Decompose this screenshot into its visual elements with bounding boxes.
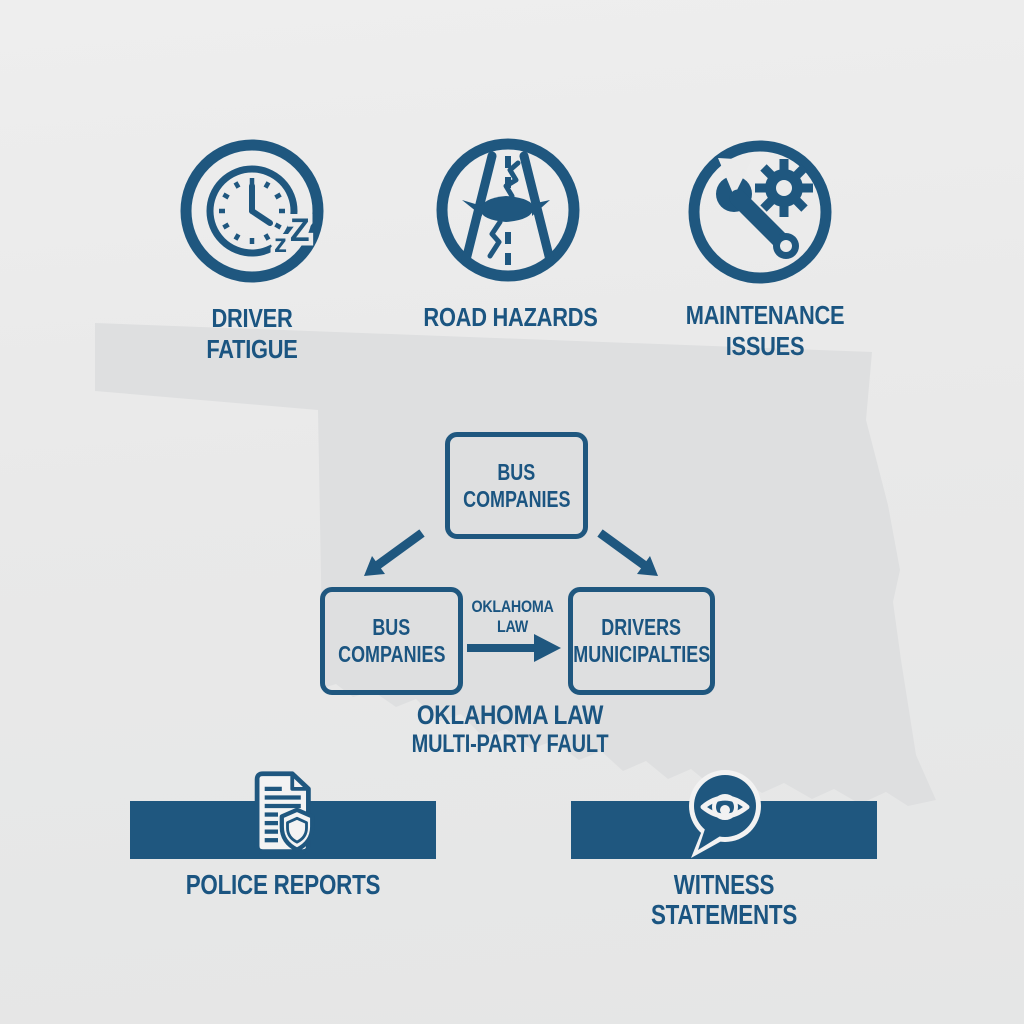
flow-box-left-line2: COMPANIES xyxy=(337,641,446,667)
road-pothole-icon xyxy=(436,138,580,282)
caption-multi-party-fault: MULTI-PARTY FAULT xyxy=(411,730,609,758)
maintenance-line2: ISSUES xyxy=(725,331,805,361)
sleep-z-big: Z xyxy=(290,212,310,248)
arrow-label-oklahoma-law: OKLAHOMA LAW xyxy=(464,597,561,637)
arrow-label-line2: LAW xyxy=(497,617,528,636)
flow-box-top-line2: COMPANIES xyxy=(462,485,571,512)
road-hazards-line1: ROAD HAZARDS xyxy=(423,302,598,332)
flow-box-left-line1: BUS xyxy=(372,614,411,640)
flow-box-top: BUS COMPANIES xyxy=(445,432,588,539)
driver-fatigue-line1: DRIVER xyxy=(211,303,293,333)
arrow-label-line1: OKLAHOMA xyxy=(471,597,554,616)
flow-box-top-line1: BUS xyxy=(497,458,536,485)
maintenance-issues-label: MAINTENANCE ISSUES xyxy=(668,300,861,362)
road-hazards-label: ROAD HAZARDS xyxy=(416,302,605,333)
flow-box-right-line2: MUNICIPALTIES xyxy=(573,641,710,667)
flow-box-right: DRIVERS MUNICIPALTIES xyxy=(568,587,715,695)
driver-fatigue-label: DRIVER FATIGUE xyxy=(168,303,336,365)
sleep-z-small: z xyxy=(274,228,287,258)
flow-box-right-line1: DRIVERS xyxy=(601,614,682,640)
witness-eye-speech-icon xyxy=(689,770,761,858)
caption-oklahoma-law: OKLAHOMA LAW xyxy=(416,700,604,730)
flow-box-left: BUS COMPANIES xyxy=(320,587,463,695)
police-reports-label: POLICE REPORTS xyxy=(185,869,381,900)
driver-fatigue-line2: FATIGUE xyxy=(206,334,298,364)
maintenance-line1: MAINTENANCE xyxy=(685,300,845,330)
witness-statements-label: WITNESS STATEMENTS xyxy=(650,869,798,930)
wrench-gear-icon xyxy=(688,140,832,284)
clock-sleep-icon: z Z xyxy=(180,139,324,283)
police-report-shield-icon xyxy=(254,771,315,854)
